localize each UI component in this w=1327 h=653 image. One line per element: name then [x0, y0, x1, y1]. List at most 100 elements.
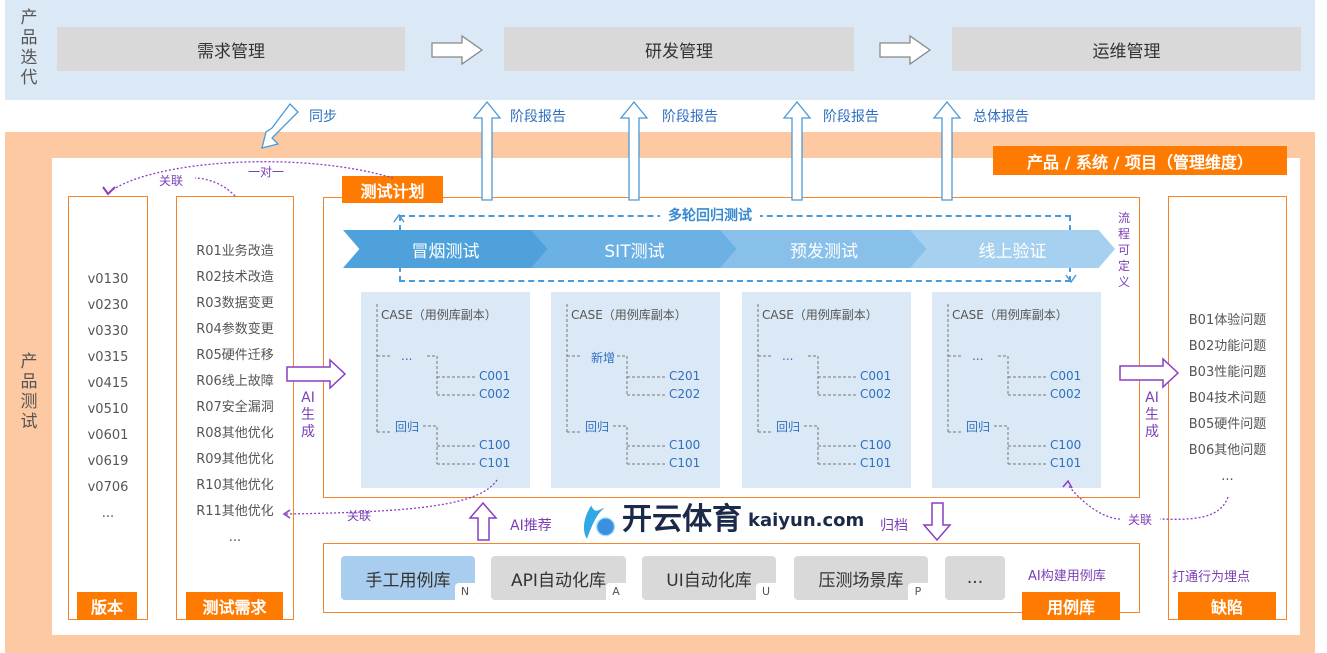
version-item: v0130: [87, 272, 129, 287]
phase-label: 冒烟测试: [411, 241, 480, 262]
versions-box: v0130 v0230 v0330 v0315 v0415 v0510 v060…: [68, 196, 148, 620]
testing-label: 产品测试: [20, 352, 38, 432]
case-node-g1a: C001: [860, 369, 892, 383]
case-node-g2a: C100: [860, 438, 892, 452]
report-arrow-icon: [472, 100, 502, 201]
case-node-g2a: C100: [479, 438, 511, 452]
assoc-curve: [107, 161, 394, 194]
case-node-g2: 回归: [966, 420, 991, 434]
requirement-item: R03数据变更: [196, 296, 274, 311]
version-list: v0130 v0230 v0330 v0315 v0415 v0510 v060…: [69, 267, 147, 527]
case-node-g2b: C101: [1050, 456, 1082, 470]
archive-label: 归档: [880, 518, 908, 534]
watermark-url: kaiyun.com: [748, 510, 865, 531]
library-key: U: [756, 583, 776, 600]
library-key: A: [606, 583, 626, 600]
phase-label: SIT测试: [604, 241, 665, 262]
case-node-root: CASE（用例库副本）: [571, 308, 687, 322]
case-node-g1a: C201: [669, 369, 701, 383]
defects-title: 缺陷: [1178, 592, 1276, 620]
ai-generate-arrow-icon: [1119, 357, 1180, 389]
assoc-label: 关联: [1128, 513, 1153, 527]
defect-item: B05硬件问题: [1188, 417, 1267, 432]
ai-generate-arrow-icon: [286, 358, 347, 390]
watermark-brand: 开云体育: [622, 502, 742, 537]
assoc-curve: [1067, 484, 1229, 520]
requirements-box: R01业务改造 R02技术改造 R03数据变更 R04参数变更 R05硬件迁移 …: [176, 196, 294, 620]
requirement-item: R11其他优化: [196, 504, 274, 519]
case-node-g1a: C001: [1050, 369, 1082, 383]
library-label: 压测场景库: [818, 570, 904, 591]
requirement-item: R04参数变更: [196, 322, 274, 337]
assoc-arrowhead-icon: [102, 186, 116, 196]
requirement-item: R09其他优化: [196, 452, 274, 467]
regression-loop-label: 多轮回归测试: [660, 205, 760, 225]
phase-smoke: 冒烟测试: [343, 230, 548, 268]
library-label: UI自动化库: [666, 570, 752, 591]
version-item: v0330: [87, 324, 129, 339]
defect-item: B01体验问题: [1188, 313, 1267, 328]
phase-sit: SIT测试: [531, 230, 738, 268]
assoc-label: 关联: [159, 174, 184, 188]
library-label: 手工用例库: [365, 570, 451, 591]
requirements-title: 测试需求: [186, 592, 283, 620]
stage-development: 研发管理: [504, 27, 854, 71]
tracking-note: 打通行为埋点: [1172, 570, 1251, 585]
report-arrow-icon: [782, 100, 812, 201]
phase-preprod: 预发测试: [720, 230, 928, 268]
assoc-curve: [194, 177, 236, 197]
case-node-g2a: C100: [669, 438, 701, 452]
flow-note: 流程可定义: [1118, 211, 1131, 289]
case-node-g1b: C002: [479, 387, 511, 401]
requirement-item: R05硬件迁移: [196, 348, 274, 363]
case-node-g1b: C002: [860, 387, 892, 401]
case-node-g1b: C002: [1050, 387, 1082, 401]
ai-generate-label: AI生成: [301, 390, 315, 440]
sync-arrow-icon: [261, 103, 299, 149]
ai-build-note: AI构建用例库: [1028, 569, 1106, 584]
library-key: P: [908, 583, 928, 600]
loop-up-arrow-icon: [393, 213, 405, 223]
case-tree-lines: [566, 304, 665, 465]
assoc-arrowhead-icon: [282, 509, 291, 519]
version-item: v0619: [87, 454, 129, 469]
case-node-g2b: C101: [479, 456, 511, 470]
version-item: ...: [101, 506, 115, 521]
case-node-g1: ...: [782, 349, 794, 363]
requirement-item: R01业务改造: [196, 244, 274, 259]
requirement-item: R06线上故障: [196, 374, 274, 389]
report-label: 总体报告: [973, 109, 1029, 125]
case-node-root: CASE（用例库副本）: [952, 308, 1068, 322]
case-node-g2: 回归: [585, 420, 610, 434]
requirement-item: R10其他优化: [196, 478, 274, 493]
version-item: v0230: [87, 298, 129, 313]
archive-arrow-icon: [922, 502, 952, 542]
defect-item: ...: [1221, 469, 1234, 484]
stage-operations: 运维管理: [952, 27, 1301, 71]
version-item: v0315: [87, 350, 129, 365]
sync-label: 同步: [309, 109, 337, 125]
defect-item: B02功能问题: [1188, 339, 1267, 354]
report-arrow-icon: [619, 100, 649, 201]
ai-recommend-arrow-icon: [468, 501, 498, 541]
library-label: ...: [966, 568, 984, 588]
test-plan-title: 测试计划: [342, 176, 443, 203]
case-node-g1: ...: [401, 349, 413, 363]
case-node-g1: ...: [972, 349, 984, 363]
case-node-g1a: C001: [479, 369, 511, 383]
library-more[interactable]: ...: [945, 556, 1005, 600]
case-node-root: CASE（用例库副本）: [762, 308, 878, 322]
requirement-item: ...: [228, 530, 242, 545]
phase-label: 线上验证: [978, 241, 1047, 262]
defects-box: B01体验问题 B02功能问题 B03性能问题 B04技术问题 B05硬件问题 …: [1168, 196, 1287, 620]
assoc-label: 关联: [347, 509, 372, 523]
assoc-curve: [285, 479, 498, 515]
assoc-arrowhead-icon: [1062, 479, 1073, 489]
